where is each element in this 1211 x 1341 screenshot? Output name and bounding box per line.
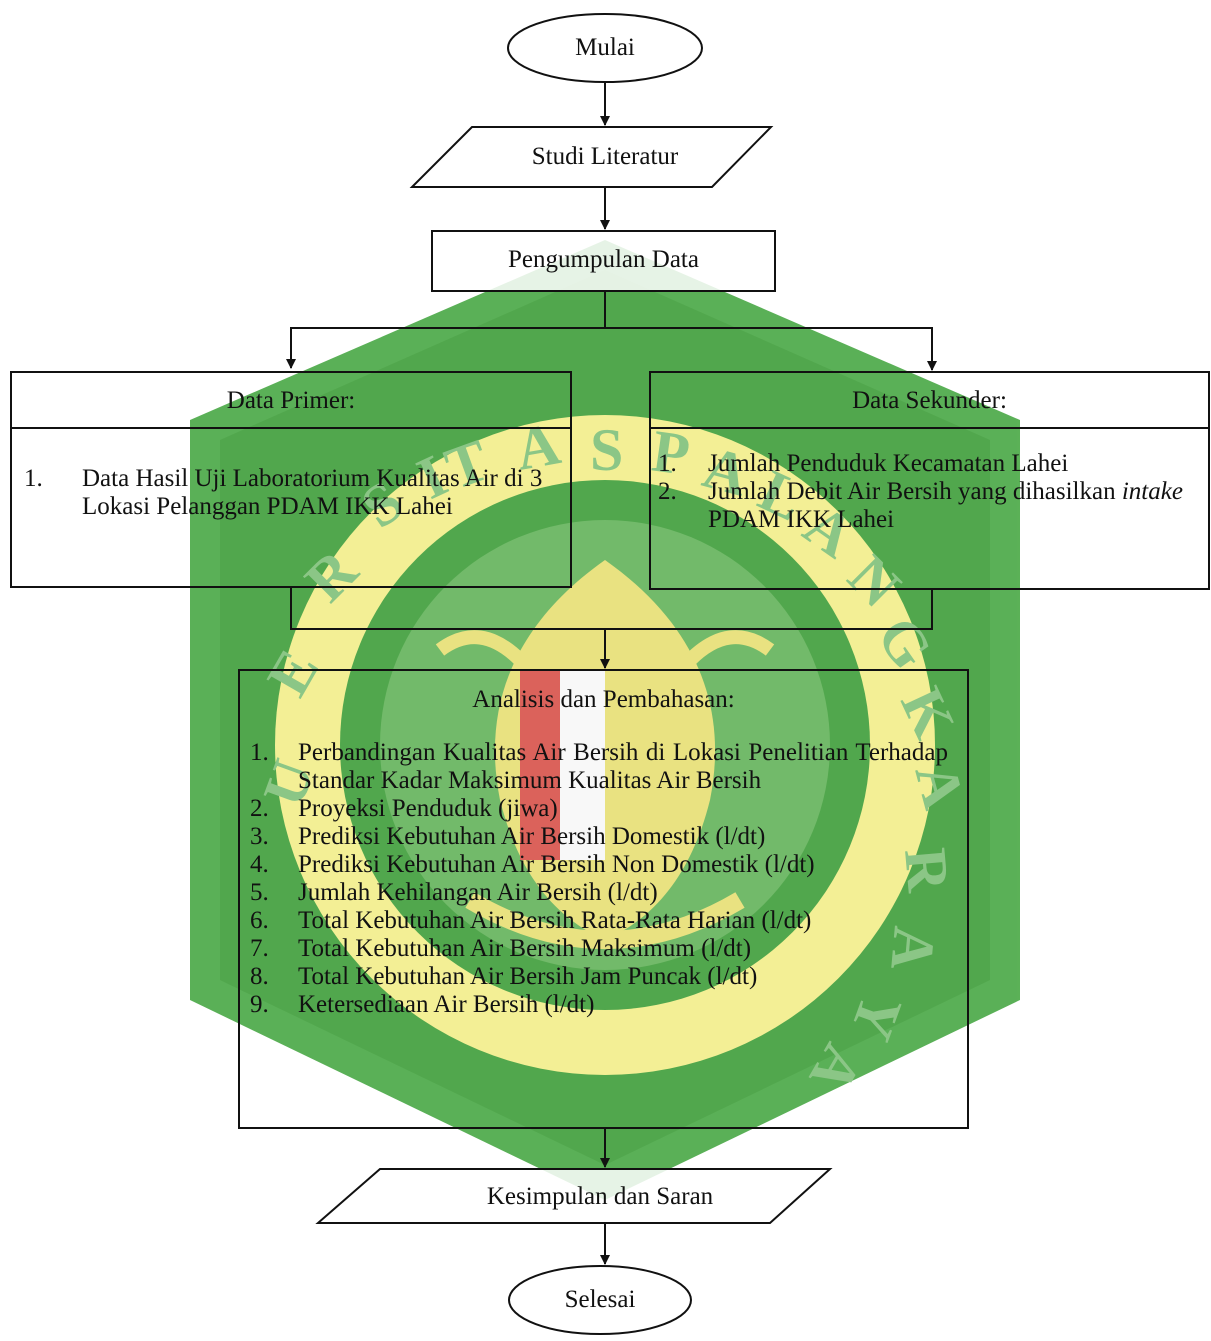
connectors xyxy=(286,82,937,1265)
analysis-item: 6. Total Kebutuhan Air Bersih Rata-Rata … xyxy=(250,907,812,934)
start-terminator xyxy=(507,13,703,83)
university-logo-watermark: U E R S I T A S P A L A N G K A R A Y A xyxy=(190,240,1020,1200)
analysis-item: 8. Total Kebutuhan Air Bersih Jam Puncak… xyxy=(250,963,758,990)
secondary-data-item: 2. Jumlah Debit Air Bersih yang dihasilk… xyxy=(658,478,1183,533)
analysis-box xyxy=(238,669,969,1129)
analysis-item: 5. Jumlah Kehilangan Air Bersih (l/dt) xyxy=(250,879,658,906)
primary-data-box xyxy=(10,371,572,588)
conclusion-label: Kesimpulan dan Saran xyxy=(486,1183,714,1210)
analysis-item: 7. Total Kebutuhan Air Bersih Maksimum (… xyxy=(250,935,752,962)
collection-process-box xyxy=(431,230,776,292)
secondary-data-box xyxy=(649,371,1210,590)
analysis-item: 3. Prediksi Kebutuhan Air Bersih Domesti… xyxy=(250,823,766,850)
literature-parallelogram xyxy=(409,126,774,188)
svg-text:P: P xyxy=(648,418,693,488)
analysis-item: 4. Prediksi Kebutuhan Air Bersih Non Dom… xyxy=(250,851,815,878)
merge-line xyxy=(290,587,933,630)
primary-data-title: Data Primer: xyxy=(226,387,356,414)
analysis-title: Analisis dan Pembahasan: xyxy=(472,686,735,713)
end-label: Selesai xyxy=(564,1286,636,1313)
secondary-data-item: 1. Jumlah Penduduk Kecamatan Lahei xyxy=(658,450,1069,477)
end-terminator xyxy=(508,1265,692,1335)
secondary-data-list: 1. Jumlah Penduduk Kecamatan Lahei 2. Ju… xyxy=(658,450,1198,534)
conclusion-parallelogram xyxy=(315,1168,833,1224)
analysis-item: 1. Perbandingan Kualitas Air Bersih di L… xyxy=(250,739,948,794)
secondary-data-title: Data Sekunder: xyxy=(852,387,1007,414)
arrow-collection-to-primary xyxy=(286,290,606,369)
primary-data-item: 1. Data Hasil Uji Laboratorium Kualitas … xyxy=(24,465,543,520)
svg-text:S: S xyxy=(590,417,623,483)
start-label: Mulai xyxy=(575,34,635,61)
analysis-item: 9. Ketersediaan Air Bersih (l/dt) xyxy=(250,991,595,1018)
collection-label: Pengumpulan Data xyxy=(508,246,699,273)
svg-text:R: R xyxy=(892,845,962,895)
literature-label: Studi Literatur xyxy=(531,143,679,170)
analysis-list: 1. Perbandingan Kualitas Air Bersih di L… xyxy=(250,739,948,1019)
analysis-item: 2. Proyeksi Penduduk (jiwa) xyxy=(250,795,558,822)
primary-data-list: 1. Data Hasil Uji Laboratorium Kualitas … xyxy=(24,465,554,521)
svg-text:A: A xyxy=(878,924,948,973)
